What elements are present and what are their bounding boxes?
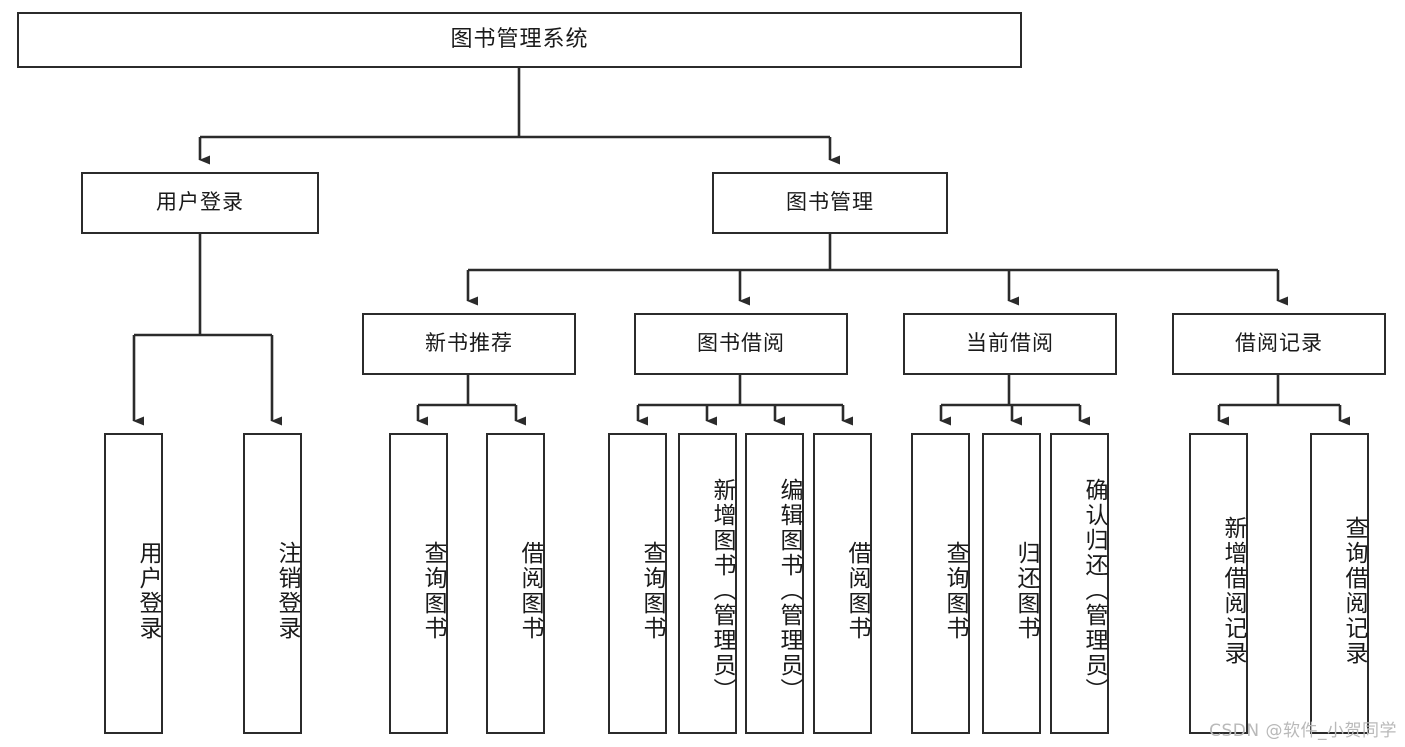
- node-book-borrow[interactable]: 图书借阅: [634, 313, 848, 375]
- node-new-book-recommend[interactable]: 新书推荐: [362, 313, 576, 375]
- node-user-login-label: 用户登录: [156, 190, 244, 215]
- node-borrow-records[interactable]: 借阅记录: [1172, 313, 1386, 375]
- leaf-query-borrow-record-label: 查询借阅记录: [1341, 515, 1367, 666]
- leaf-edit-book-admin[interactable]: 编辑图书（管理员）: [745, 433, 804, 734]
- leaf-borrow-book-recommend-label: 借阅图书: [517, 540, 543, 641]
- leaf-edit-book-admin-label: 编辑图书（管理员）: [776, 478, 802, 703]
- leaf-query-book-borrow[interactable]: 查询图书: [608, 433, 667, 734]
- leaf-return-book[interactable]: 归还图书: [982, 433, 1041, 734]
- leaf-query-book-borrow-label: 查询图书: [639, 540, 665, 641]
- node-current-borrow[interactable]: 当前借阅: [903, 313, 1117, 375]
- leaf-query-borrow-record[interactable]: 查询借阅记录: [1310, 433, 1369, 734]
- leaf-add-borrow-record[interactable]: 新增借阅记录: [1189, 433, 1248, 734]
- leaf-borrow-book[interactable]: 借阅图书: [813, 433, 872, 734]
- csdn-watermark: CSDN @软件_小贺同学: [1209, 721, 1397, 741]
- leaf-confirm-return-admin-label: 确认归还（管理员）: [1081, 478, 1107, 703]
- node-current-borrow-label: 当前借阅: [966, 331, 1054, 356]
- node-new-book-recommend-label: 新书推荐: [425, 331, 513, 356]
- node-root[interactable]: 图书管理系统: [17, 12, 1022, 68]
- leaf-user-login-label: 用户登录: [135, 540, 161, 641]
- leaf-logout-label: 注销登录: [274, 540, 300, 641]
- leaf-query-book-recommend-label: 查询图书: [420, 540, 446, 641]
- leaf-borrow-book-recommend[interactable]: 借阅图书: [486, 433, 545, 734]
- node-root-label: 图书管理系统: [450, 26, 589, 52]
- node-book-management-label: 图书管理: [786, 190, 874, 215]
- leaf-return-book-label: 归还图书: [1013, 540, 1039, 641]
- leaf-query-book-recommend[interactable]: 查询图书: [389, 433, 448, 734]
- leaf-confirm-return-admin[interactable]: 确认归还（管理员）: [1050, 433, 1109, 734]
- leaf-user-login[interactable]: 用户登录: [104, 433, 163, 734]
- node-borrow-records-label: 借阅记录: [1235, 331, 1323, 356]
- leaf-logout[interactable]: 注销登录: [243, 433, 302, 734]
- node-user-login[interactable]: 用户登录: [81, 172, 319, 234]
- leaf-query-book-current-label: 查询图书: [942, 540, 968, 641]
- leaf-query-book-current[interactable]: 查询图书: [911, 433, 970, 734]
- node-book-borrow-label: 图书借阅: [697, 331, 785, 356]
- leaf-add-book-admin-label: 新增图书（管理员）: [709, 478, 735, 703]
- leaf-add-book-admin[interactable]: 新增图书（管理员）: [678, 433, 737, 734]
- node-book-management[interactable]: 图书管理: [712, 172, 948, 234]
- leaf-borrow-book-label: 借阅图书: [844, 540, 870, 641]
- leaf-add-borrow-record-label: 新增借阅记录: [1220, 515, 1246, 666]
